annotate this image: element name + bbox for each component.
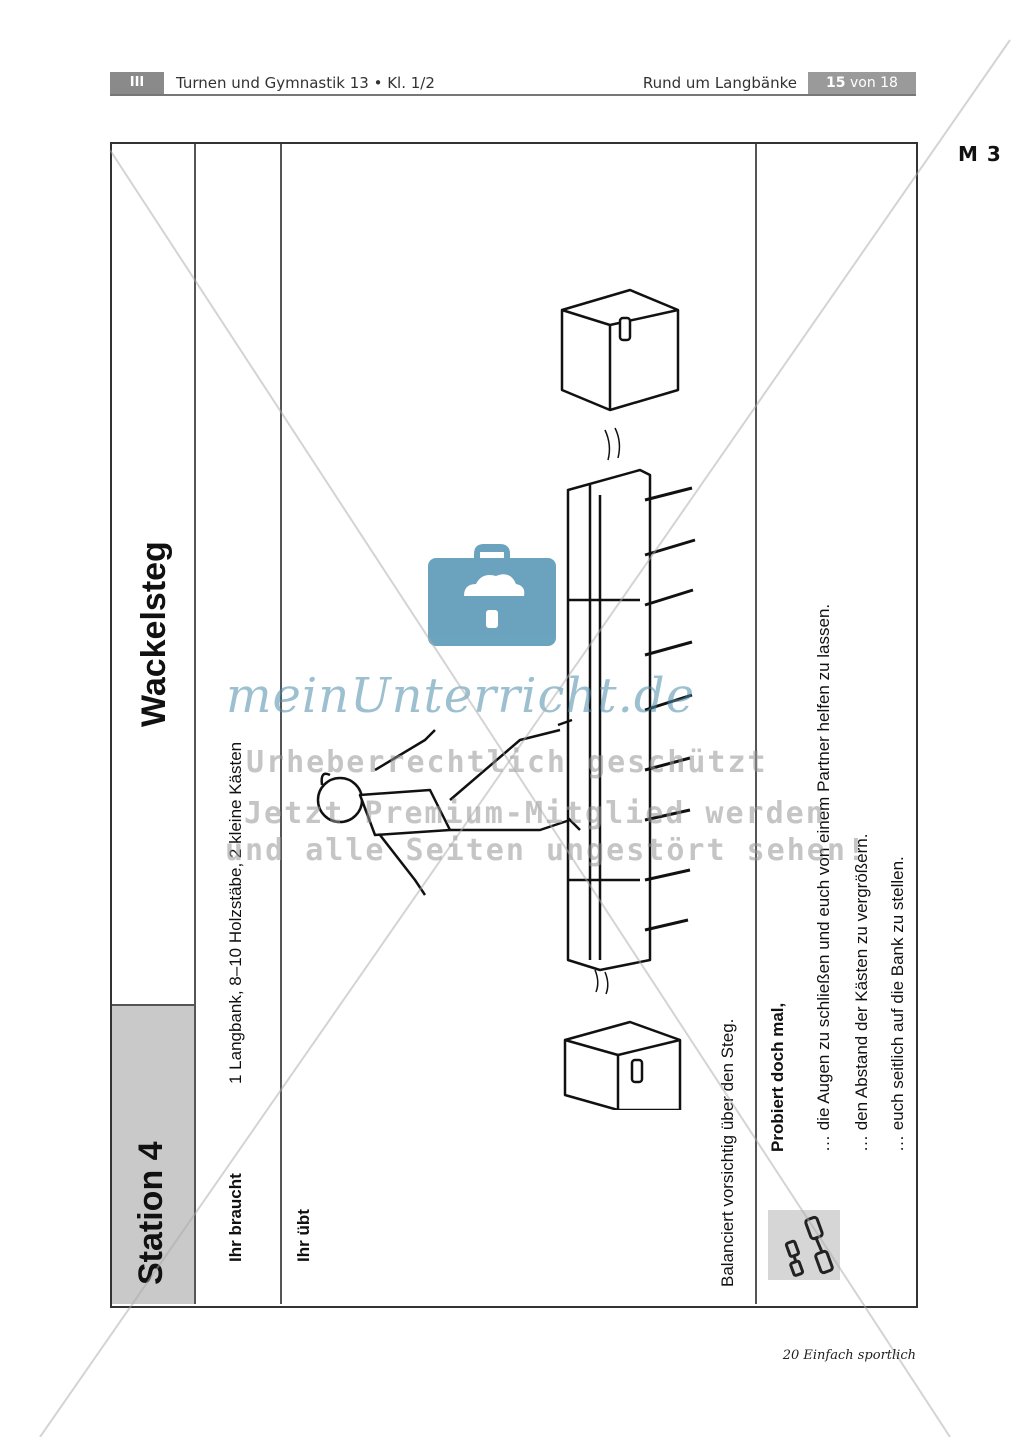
dumbbell-icon [768,1210,840,1280]
watermark-line: Jetzt Premium-Mitglied werden [244,796,826,831]
station-box-divider [112,1004,194,1006]
watermark-logo: meinUnterricht.de [226,668,695,724]
column-divider-1 [194,144,196,1304]
section-badge: III [110,72,164,94]
watermark-line: und alle Seiten ungestört sehen! [225,833,867,868]
station-card [110,142,918,1308]
page-current: 15 [826,75,846,91]
briefcase-cloud-icon [428,544,556,646]
header-rule [110,94,916,96]
material-label: M 3 [958,142,1002,166]
column-divider-3 [755,144,757,1304]
page-indicator: 15 von 18 [808,72,916,94]
header-title: Turnen und Gymnastik 13 • Kl. 1/2 [176,74,435,92]
header-topic: Rund um Langbänke [642,74,797,92]
station-label-box [112,1004,194,1304]
column-divider-2 [280,144,282,1304]
balance-bench-illustration [316,288,696,1110]
footer-publication: 20 Einfach sportlich [782,1348,916,1363]
watermark-line: Urheberrechtlich geschützt [246,745,768,780]
page-total: von 18 [849,75,898,91]
